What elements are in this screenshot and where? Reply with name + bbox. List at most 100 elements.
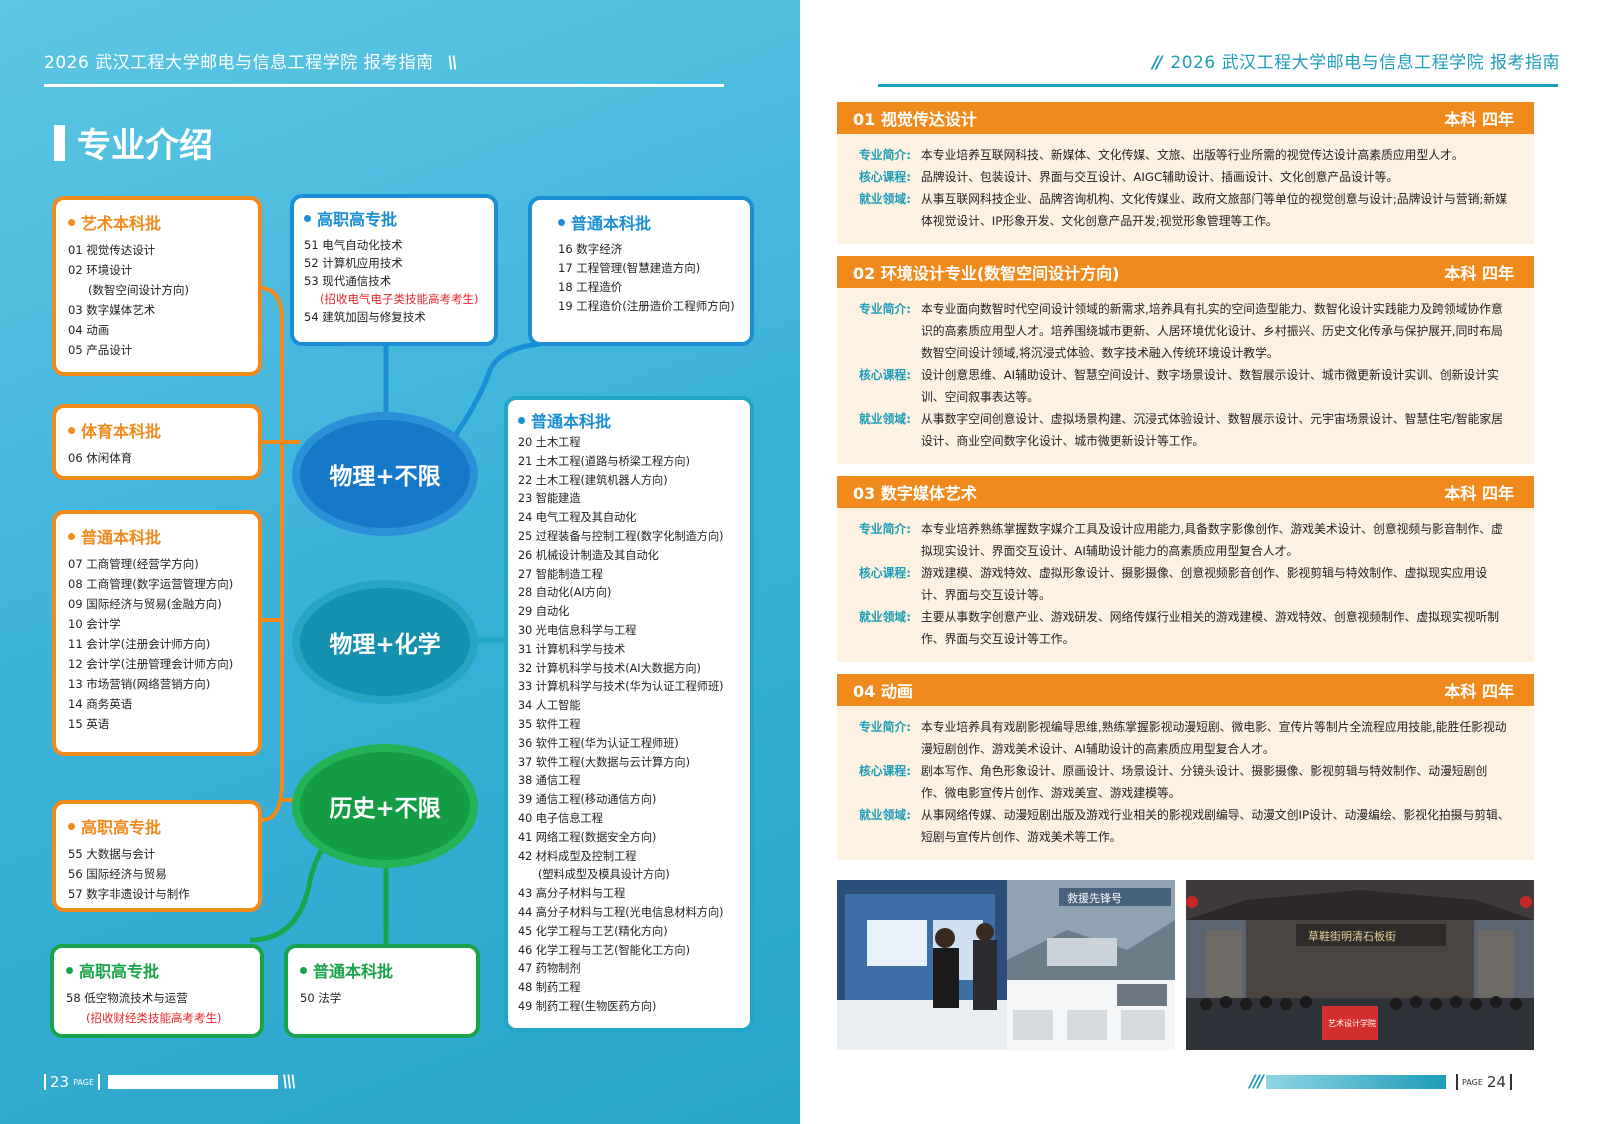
header-rule — [44, 84, 724, 87]
major-item: 11 会计学(注册会计师方向) — [68, 637, 211, 651]
major-item: 37 软件工程(大数据与云计算方向) — [518, 755, 690, 769]
major-item: 33 计算机科学与技术(华为认证工程师班) — [518, 680, 724, 694]
major-title: 04 动画 — [853, 682, 913, 701]
major-item: 54 建筑加固与修复技术 — [304, 310, 426, 324]
major-degree: 本科 四年 — [1444, 110, 1514, 129]
major-item: 55 大数据与会计 — [68, 847, 156, 861]
row-text: 游戏建模、游戏特效、虚拟形象设计、摄影摄像、创意视频影音创作、影视剪辑与特效制作… — [921, 566, 1488, 602]
row-text: 本专业培养具有戏剧影视编导思维,熟练掌握影视动漫短剧、微电影、宣传片等制片全流程… — [921, 720, 1507, 756]
major-item: 05 产品设计 — [68, 343, 133, 357]
box-title: 艺术本科批 — [68, 210, 246, 234]
row-label: 专业简介: — [859, 148, 911, 162]
major-row: 专业简介:本专业培养熟练掌握数字媒介工具及设计应用能力,具备数字影像创作、游戏美… — [859, 518, 1510, 562]
major-item: 16 数字经济 — [558, 242, 623, 256]
major-item: 20 土木工程 — [518, 436, 581, 449]
major-item: 14 商务英语 — [68, 697, 133, 711]
row-text: 品牌设计、包装设计、界面与交互设计、AIGC辅助设计、插画设计、文化创意产品设计… — [921, 170, 1399, 184]
row-text: 主要从事数字创意产业、游戏研发、网络传媒行业相关的游戏建模、游戏特效、创意视频制… — [921, 610, 1500, 646]
row-label: 核心课程: — [859, 764, 911, 778]
major-item: 09 国际经济与贸易(金融方向) — [68, 597, 222, 611]
major-title: 02 环境设计专业(数智空间设计方向) — [853, 264, 1120, 283]
major-note: (招收财经类技能高考考生) — [86, 1011, 222, 1025]
banner-text: 艺术设计学院 — [1328, 1018, 1376, 1028]
major-item: 53 现代通信技术 — [304, 274, 392, 288]
major-item: 12 会计学(注册管理会计师方向) — [68, 657, 234, 671]
major-degree: 本科 四年 — [1444, 484, 1514, 503]
bullet-icon — [68, 426, 75, 434]
major-note: (招收电气电子类技能高考考生) — [320, 292, 479, 306]
major-item: 23 智能建造 — [518, 492, 581, 506]
box-vocational-finance: 高职高专批 58 低空物流技术与运营 (招收财经类技能高考考生) — [50, 944, 264, 1038]
major-item: 52 计算机应用技术 — [304, 256, 403, 270]
box-normal-undergrad-physics: 普通本科批 16 数字经济 17 工程管理(智慧建造方向) 18 工程造价 19… — [528, 196, 754, 346]
major-degree: 本科 四年 — [1444, 682, 1514, 701]
major-row: 核心课程: 设计创意思维、AI辅助设计、智慧空间设计、数字场景设计、数智展示设计、… — [859, 364, 1510, 408]
bullet-icon — [68, 822, 75, 830]
hub-history-any: 历史+不限 — [300, 752, 470, 860]
major-item: 03 数字媒体艺术 — [68, 303, 156, 317]
major-row: 就业领域: 从事数字空间创意设计、虚拟场景构建、沉浸式体验设计、数智展示设计、元宇… — [859, 408, 1510, 452]
photo-exhibition: 救援先锋号 — [837, 880, 1175, 1050]
group-photo-image: 草鞋街明清石板街 艺术设计学院 — [1186, 880, 1534, 1050]
slash-decoration: \\ — [439, 53, 457, 73]
bullet-icon — [518, 416, 525, 424]
major-card: 02 环境设计专业(数智空间设计方向) 本科 四年专业简介: 本专业面向数智时代空间… — [837, 256, 1534, 464]
major-item: 29 自动化 — [518, 605, 570, 619]
major-row: 核心课程: 剧本写作、角色形象设计、原画设计、场景设计、分镜头设计、摄影摄像、影视… — [859, 760, 1510, 804]
box-sports-undergrad: 体育本科批 06 休闲体育 — [52, 404, 262, 480]
major-title: 01 视觉传达设计 — [853, 110, 977, 129]
row-label: 专业简介: — [859, 522, 911, 536]
major-item: 18 工程造价 — [558, 280, 623, 294]
row-label: 专业简介: — [859, 302, 911, 316]
row-text: 从事数字空间创意设计、虚拟场景构建、沉浸式体验设计、数智展示设计、元宇宙场景设计… — [921, 412, 1504, 448]
page-bar-decoration — [1266, 1075, 1446, 1089]
major-card-body: 专业简介:本专业培养互联网科技、新媒体、文化传媒、文旅、出版等行业所需的视觉传达… — [837, 134, 1534, 244]
major-item: 48 制药工程 — [518, 981, 581, 995]
major-row: 就业领域:从事网络传媒、动漫短剧出版及游戏行业相关的影视戏剧编导、动漫文创IP设… — [859, 804, 1510, 848]
row-text: 剧本写作、角色形象设计、原画设计、场景设计、分镜头设计、摄影摄像、影视剪辑与特效… — [921, 764, 1488, 800]
major-item: 02 环境设计 — [68, 263, 133, 277]
major-card: 03 数字媒体艺术本科 四年专业简介:本专业培养熟练掌握数字媒介工具及设计应用能… — [837, 476, 1534, 662]
row-label: 就业领域: — [859, 412, 911, 426]
bullet-icon — [558, 218, 565, 226]
left-page-number: 23 PAGE \\\ — [44, 1072, 297, 1092]
major-item: 07 工商管理(经营学方向) — [68, 557, 199, 571]
major-item: 49 制药工程(生物医药方向) — [518, 999, 657, 1013]
bullet-icon — [304, 214, 311, 222]
row-label: 专业简介: — [859, 720, 911, 734]
row-text: 设计创意思维、AI辅助设计、智慧空间设计、数字场景设计、数智展示设计、城市微更新… — [921, 368, 1499, 404]
slash-decoration: /// — [1249, 1072, 1264, 1092]
right-header-title: 2026 武汉工程大学邮电与信息工程学院 报考指南 — [1170, 53, 1560, 73]
major-row: 就业领域:从事互联网科技企业、品牌咨询机构、文化传媒业、政府文旅部门等单位的视觉… — [859, 188, 1510, 232]
major-row: 专业简介: 本专业面向数智时代空间设计领域的新需求,培养具有扎实的空间造型能力、数… — [859, 298, 1510, 364]
connector-lines — [249, 286, 541, 950]
major-details: 01 视觉传达设计本科 四年专业简介:本专业培养互联网科技、新媒体、文化传媒、文… — [837, 102, 1534, 872]
major-card-header: 02 环境设计专业(数智空间设计方向) 本科 四年 — [837, 256, 1534, 288]
bullet-icon — [66, 966, 73, 974]
slash-decoration: \\\ — [282, 1072, 297, 1092]
major-row: 专业简介: 本专业培养具有戏剧影视编导思维,熟练掌握影视动漫短剧、微电影、宣传片等… — [859, 716, 1510, 760]
major-item: 47 药物制剂 — [518, 962, 581, 976]
major-item: 04 动画 — [68, 323, 110, 337]
major-item: 08 工商管理(数字运营管理方向) — [68, 577, 234, 591]
major-item: 58 低空物流技术与运营 — [66, 991, 188, 1005]
box-vocational-history: 高职高专批 55 大数据与会计 56 国际经济与贸易 57 数字非遗设计与制作 — [52, 800, 262, 912]
major-degree: 本科 四年 — [1444, 264, 1514, 283]
major-card-header: 01 视觉传达设计 本科 四年 — [837, 102, 1534, 134]
hub-physics-chemistry: 物理+化学 — [300, 588, 470, 696]
right-page-number: /// PAGE 24 — [1249, 1072, 1512, 1092]
major-item: 42 材料成型及控制工程 — [518, 849, 637, 863]
major-item: (塑料成型及模具设计方向) — [538, 868, 670, 882]
major-item: 50 法学 — [300, 991, 342, 1005]
row-text: 本专业面向数智时代空间设计领域的新需求,培养具有扎实的空间造型能力、数智化设计实… — [921, 302, 1503, 360]
right-page: // 2026 武汉工程大学邮电与信息工程学院 报考指南 01 视觉传达设计本科… — [800, 0, 1600, 1124]
row-label: 核心课程: — [859, 368, 911, 382]
row-label: 就业领域: — [859, 808, 911, 822]
major-item: 06 休闲体育 — [68, 451, 133, 465]
photo-sign-text: 救援先锋号 — [1067, 891, 1122, 905]
left-header-title: 2026 武汉工程大学邮电与信息工程学院 报考指南 — [44, 53, 434, 73]
major-row: 就业领域:主要从事数字创意产业、游戏研发、网络传媒行业相关的游戏建模、游戏特效、… — [859, 606, 1510, 650]
row-text: 从事互联网科技企业、品牌咨询机构、文化传媒业、政府文旅部门等单位的视觉创意与设计… — [921, 192, 1507, 228]
major-item: 30 光电信息科学与工程 — [518, 623, 637, 637]
